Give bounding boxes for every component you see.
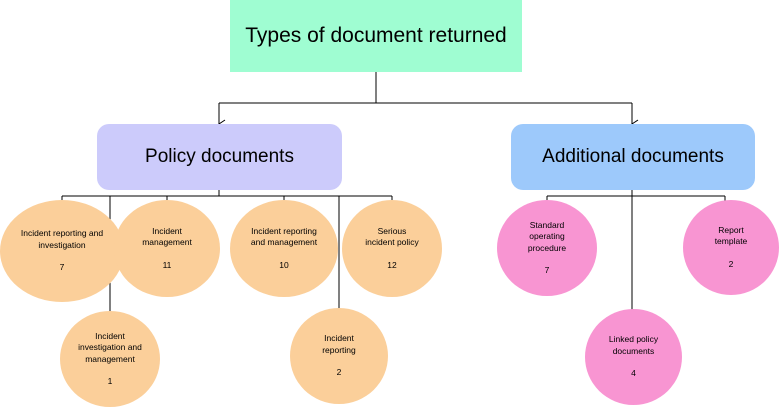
category-policy-documents: Policy documents [97, 124, 342, 190]
node-incident-management: Incident management 11 [114, 200, 220, 297]
node-count: 4 [631, 368, 636, 379]
node-serious-incident-policy: Serious incident policy 12 [342, 200, 442, 297]
node-label: Incident management [142, 225, 192, 248]
node-incident-reporting-and-management: Incident reporting and management 10 [230, 200, 338, 297]
diagram-title: Types of document returned [245, 24, 507, 47]
node-count: 2 [336, 367, 342, 378]
node-incident-reporting: Incident reporting 2 [290, 308, 388, 404]
node-report-template: Report template 2 [683, 200, 779, 295]
node-linked-policy-documents: Linked policy documents 4 [585, 309, 682, 405]
node-label: Report template [714, 224, 748, 247]
node-count: 7 [544, 264, 550, 275]
category-label: Policy documents [145, 146, 294, 167]
node-count: 12 [387, 259, 397, 270]
node-count: 1 [107, 375, 113, 386]
node-count: 10 [279, 259, 289, 270]
title-box: Types of document returned [230, 0, 522, 72]
node-count: 11 [162, 259, 172, 270]
node-label: Linked policy documents [608, 334, 659, 356]
node-count: 7 [59, 262, 65, 273]
node-label: Incident investigation and management [78, 330, 142, 364]
node-standard-operating-procedure: Standard operating procedure 7 [497, 200, 597, 296]
node-label: Incident reporting [322, 333, 356, 355]
category-additional-documents: Additional documents [511, 124, 755, 190]
node-label: Incident reporting and investigation [20, 228, 104, 250]
node-incident-reporting-and-investigation: Incident reporting and investigation 7 [0, 200, 124, 302]
node-incident-investigation-and-management: Incident investigation and management 1 [60, 311, 160, 407]
node-label: Serious incident policy [365, 225, 419, 248]
node-label: Incident reporting and management [250, 225, 318, 248]
node-count: 2 [728, 258, 734, 269]
category-label: Additional documents [542, 146, 724, 167]
node-label: Standard operating procedure [527, 219, 567, 253]
